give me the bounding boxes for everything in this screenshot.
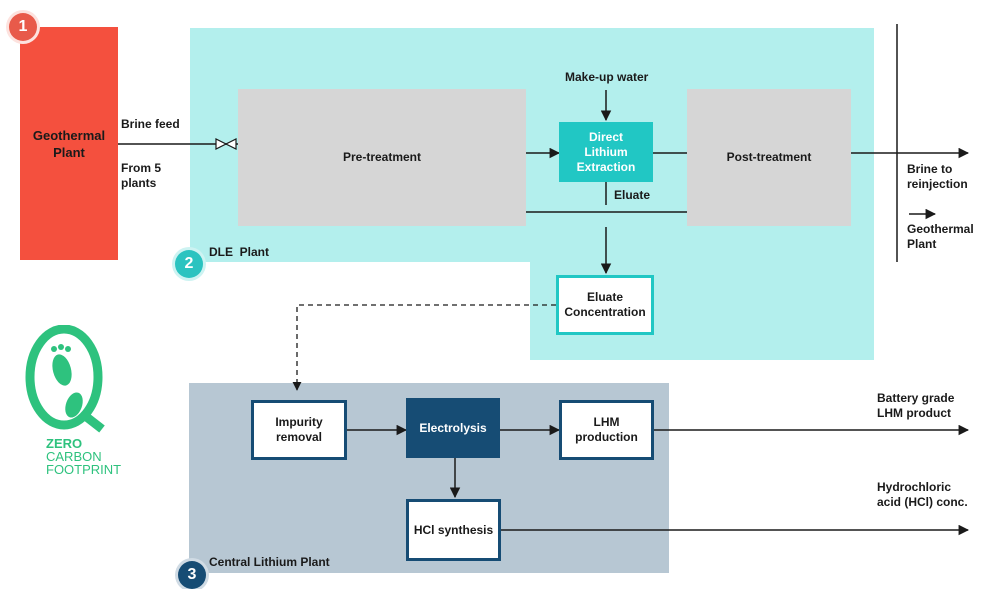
impurity-removal-label: Impurity removal [275,415,323,444]
badge-1: 1 [9,13,37,41]
zero-carbon-logo: ZERO CARBON FOOTPRINT [24,325,134,485]
dashed-eluate-transfer [292,304,556,391]
badge-2: 2 [175,250,203,278]
logo-line-zero: ZERO [46,436,83,451]
dle-label: Direct Lithium Extraction [576,129,636,174]
geothermal-plant-label: Geothermal Plant [32,127,106,160]
valve-icon [215,138,237,150]
central-plant-label: Central Lithium Plant [209,555,330,569]
makeup-water-label: Make-up water [565,70,649,84]
posttreatment-box: Post-treatment [687,89,851,226]
impurity-removal-box: Impurity removal [251,400,347,460]
brine-reinjection-label: Brine to reinjection [907,162,968,191]
from-plants-label: From 5 plants [121,161,162,190]
hcl-synthesis-box: HCl synthesis [406,499,501,561]
geothermal-plant-box: Geothermal Plant [20,27,118,260]
hcl-synthesis-label: HCl synthesis [413,522,494,537]
electrolysis-box: Electrolysis [406,398,500,458]
dle-plant-label: DLE Plant [209,245,270,259]
posttreatment-label: Post-treatment [726,150,812,164]
footprint-zero-icon [25,325,105,433]
lhm-production-label: LHM production [575,415,638,444]
pretreatment-label: Pre-treatment [342,150,422,164]
eluate-label: Eluate [614,188,651,202]
logo-line-footprint: FOOTPRINT [46,462,122,477]
brine-feed-label: Brine feed [121,117,180,131]
lhm-production-box: LHM production [559,400,654,460]
electrolysis-label: Electrolysis [419,420,487,435]
hcl-output-label: Hydrochloric acid (HCl) conc. [877,480,968,509]
badge-3: 3 [178,561,206,589]
pretreatment-box: Pre-treatment [238,89,526,226]
battery-grade-label: Battery grade LHM product [877,391,955,420]
logo-line-carbon: CARBON [46,449,102,464]
dle-box: Direct Lithium Extraction [559,122,653,182]
eluate-concentration-label: Eluate Concentration [564,290,646,319]
eluate-concentration-box: Eluate Concentration [556,275,654,335]
geothermal-out-label: Geothermal Plant [907,222,974,251]
